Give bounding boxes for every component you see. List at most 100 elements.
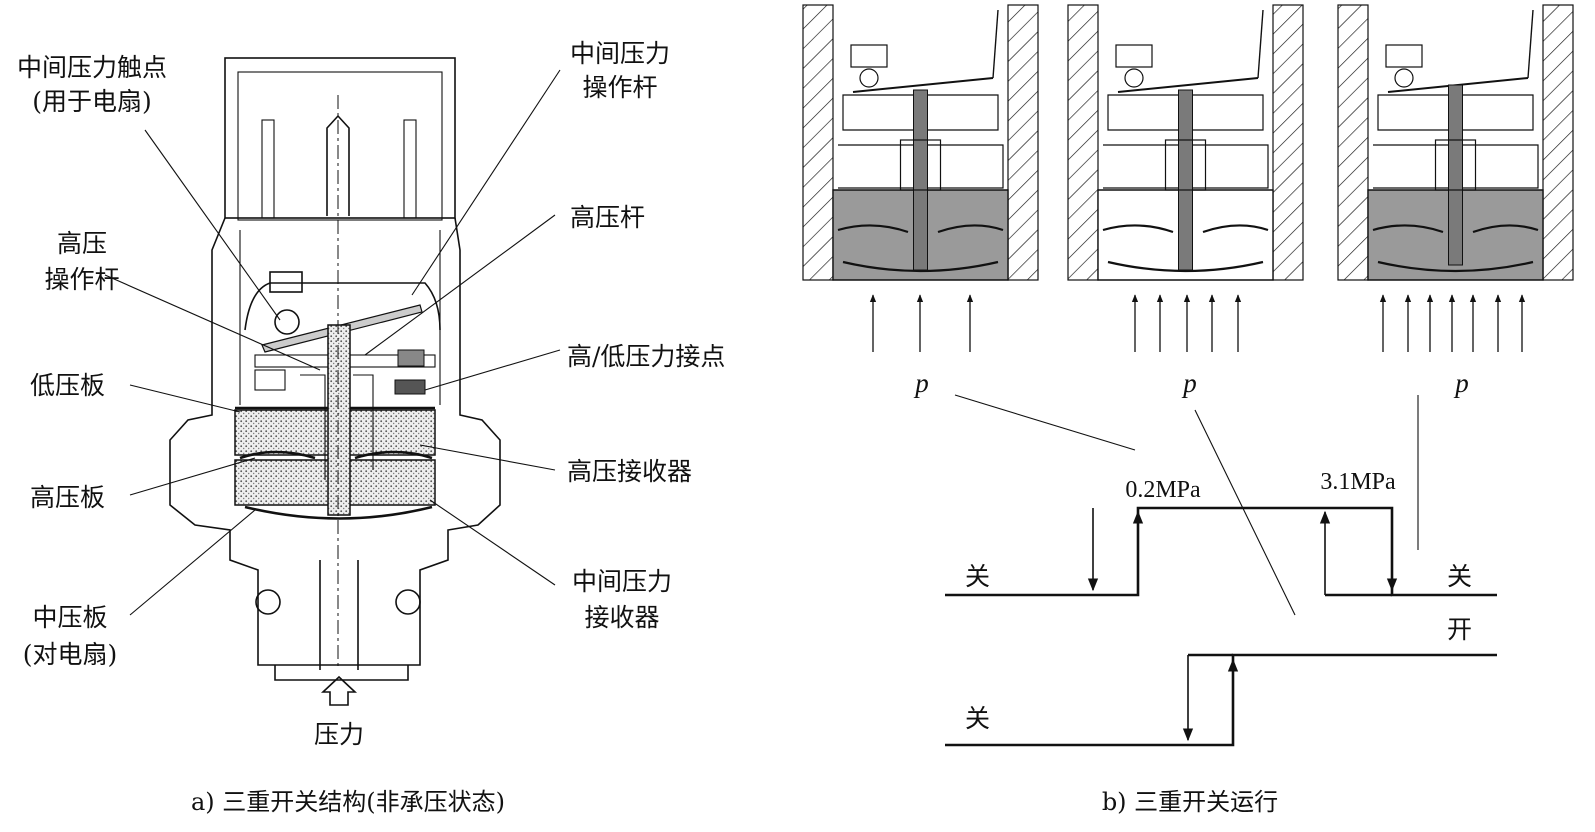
- structure-labels: 中间压力触点 (用于电扇) 中间压力 操作杆 高压 操作杆 高压杆 高/低压力接…: [17, 39, 725, 816]
- state-panel-1: [802, 4, 1039, 281]
- panel-lever: [1117, 77, 1259, 93]
- on-label: 开: [1447, 615, 1472, 644]
- label-high-receiver: 高压接收器: [567, 457, 692, 486]
- leader-high-rod: [364, 214, 556, 356]
- label-high-plate: 高压板: [30, 483, 105, 512]
- leader-mid-contact: [144, 129, 281, 321]
- label-high-rod: 高压杆: [570, 203, 645, 232]
- label-mid-contact-line2: (用于电扇): [32, 87, 152, 116]
- pressure-arrow-groups: [869, 294, 1526, 352]
- label-pressure: 压力: [314, 720, 364, 749]
- side-pin-right: [403, 119, 417, 219]
- state-panel-2: [1067, 4, 1304, 281]
- panel-rod: [1448, 84, 1463, 266]
- off-label-upper-right: 关: [1447, 562, 1472, 591]
- pressure-arrows-2: [1131, 294, 1242, 352]
- label-mid-plate-line1: 中压板: [32, 603, 107, 632]
- switch-step-chart: 0.2MPa 3.1MPa 关 关 开 关: [945, 469, 1497, 747]
- leader-mid-plate: [129, 509, 256, 616]
- connector-housing: [224, 57, 456, 219]
- panel-upper-frame: [1107, 94, 1264, 131]
- panel-wall-left: [802, 4, 834, 281]
- panel-diaphragm: [1102, 224, 1269, 234]
- panel-lever-arm: [992, 9, 999, 79]
- panel-contact-dome: [859, 68, 879, 88]
- panel-rod: [1178, 89, 1193, 271]
- label-mid-receiver-line2: 接收器: [584, 603, 659, 632]
- high-low-step-line: [945, 653, 1497, 747]
- panel-wall-right: [1272, 4, 1304, 281]
- pressure-arrows-3: [1379, 294, 1526, 352]
- label-high-lever-line1: 高压: [57, 229, 107, 258]
- panel-diaphragm: [1372, 224, 1539, 234]
- left-block: [254, 369, 286, 391]
- leader-low-plate: [129, 384, 241, 413]
- inner-cavity: [244, 282, 441, 331]
- label-mid-contact-line1: 中间压力触点: [17, 53, 167, 82]
- panel-contact-dome: [1394, 68, 1414, 88]
- off-label-upper-left: 关: [965, 562, 990, 591]
- panel-rod-collar: [899, 139, 942, 191]
- panel-lower-diaphragm: [842, 260, 999, 273]
- label-high-lever-line2: 操作杆: [44, 265, 119, 294]
- leader-mid-receiver: [429, 499, 556, 586]
- stem-collar: [300, 374, 374, 480]
- label-mid-plate-line2: (对电扇): [23, 640, 118, 669]
- threshold-low-label: 0.2MPa: [1125, 477, 1201, 503]
- off-label-lower: 关: [965, 704, 990, 733]
- leader-mid-lever: [411, 69, 561, 296]
- pointer-state-2: [1194, 409, 1296, 616]
- panel-wall-left: [1067, 4, 1099, 281]
- panel-lever: [852, 77, 994, 93]
- panel-wall-right: [1007, 4, 1039, 281]
- panel-lever-arm: [1257, 9, 1264, 79]
- hl-contact-block: [397, 349, 425, 367]
- mid-plate: [244, 505, 433, 520]
- high-plate: [239, 450, 433, 460]
- leader-hl-contact: [424, 349, 561, 391]
- operation-state-panels: [802, 4, 1574, 281]
- pressure-arrows-1: [869, 294, 974, 352]
- pointer-state-1: [954, 394, 1136, 451]
- right-block: [394, 379, 426, 395]
- side-pin-left: [261, 119, 275, 219]
- panel-rod-collar: [1434, 139, 1477, 191]
- panel-upper-frame: [1377, 94, 1534, 131]
- caption-operation: b) 三重开关运行: [1102, 788, 1278, 816]
- panel-wall-left: [1337, 4, 1369, 281]
- label-mid-receiver-line1: 中间压力: [572, 567, 672, 596]
- mid-pressure-step-line: [945, 506, 1497, 597]
- p-symbol-2: p: [1181, 368, 1197, 398]
- panel-rod-collar: [1164, 139, 1207, 191]
- leader-high-lever: [104, 274, 321, 371]
- panel-contact-block: [850, 44, 888, 68]
- panel-wall-right: [1542, 4, 1574, 281]
- switch-structure-drawing: [104, 57, 561, 706]
- p-symbols: p p p: [913, 368, 1469, 398]
- mid-contact-dome: [274, 309, 300, 335]
- pressure-inlet-arrow-icon: [320, 675, 358, 706]
- leader-high-receiver: [419, 444, 556, 471]
- p-symbol-3: p: [1453, 368, 1469, 398]
- pressure-port: [274, 560, 409, 681]
- caption-structure: a) 三重开关结构(非承压状态): [191, 788, 505, 816]
- connector-inner: [237, 71, 443, 221]
- panel-lever-arm: [1527, 9, 1534, 79]
- panel-rod: [913, 89, 928, 271]
- panel-contact-block: [1385, 44, 1423, 68]
- label-mid-lever-line2: 操作杆: [582, 73, 657, 102]
- panel-lower-diaphragm: [1377, 260, 1534, 273]
- leader-high-plate: [129, 457, 256, 496]
- nut-left: [255, 589, 281, 615]
- panel-lower-diaphragm: [1107, 260, 1264, 273]
- panel-contact-dome: [1124, 68, 1144, 88]
- label-mid-lever-line1: 中间压力: [570, 39, 670, 68]
- switch-body-outline: [169, 217, 501, 666]
- threshold-high-label: 3.1MPa: [1320, 469, 1396, 495]
- nut-right: [395, 589, 421, 615]
- panel-upper-frame: [842, 94, 999, 131]
- label-low-plate: 低压板: [30, 371, 105, 400]
- panel-contact-block: [1115, 44, 1153, 68]
- high-pressure-rod: [327, 324, 351, 516]
